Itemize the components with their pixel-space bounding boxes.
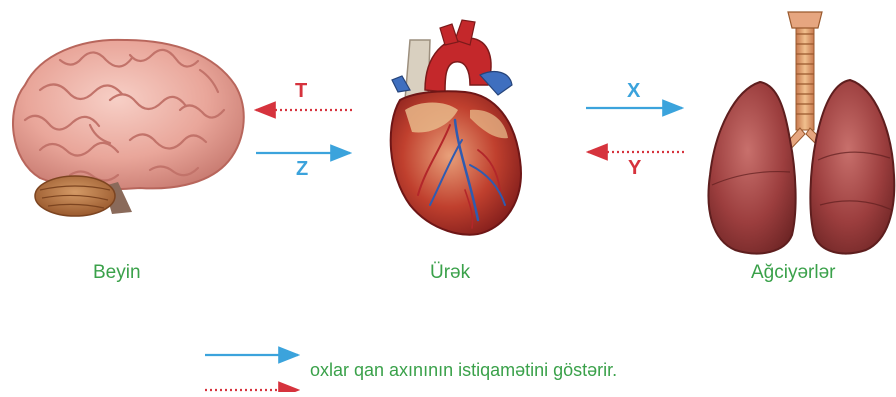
legend-text: oxlar qan axınının istiqamətini göstərir… — [310, 360, 617, 381]
label-brain: Beyin — [93, 262, 141, 284]
label-heart: Ürək — [430, 262, 470, 284]
label-Y: Y — [628, 157, 641, 180]
label-T: T — [295, 80, 307, 103]
heart-illustration — [391, 20, 521, 235]
lungs-illustration — [708, 12, 894, 254]
label-X: X — [627, 80, 640, 103]
brain-illustration — [13, 40, 244, 216]
label-lungs: Ağciyərlər — [751, 262, 835, 284]
label-Z: Z — [296, 158, 308, 181]
